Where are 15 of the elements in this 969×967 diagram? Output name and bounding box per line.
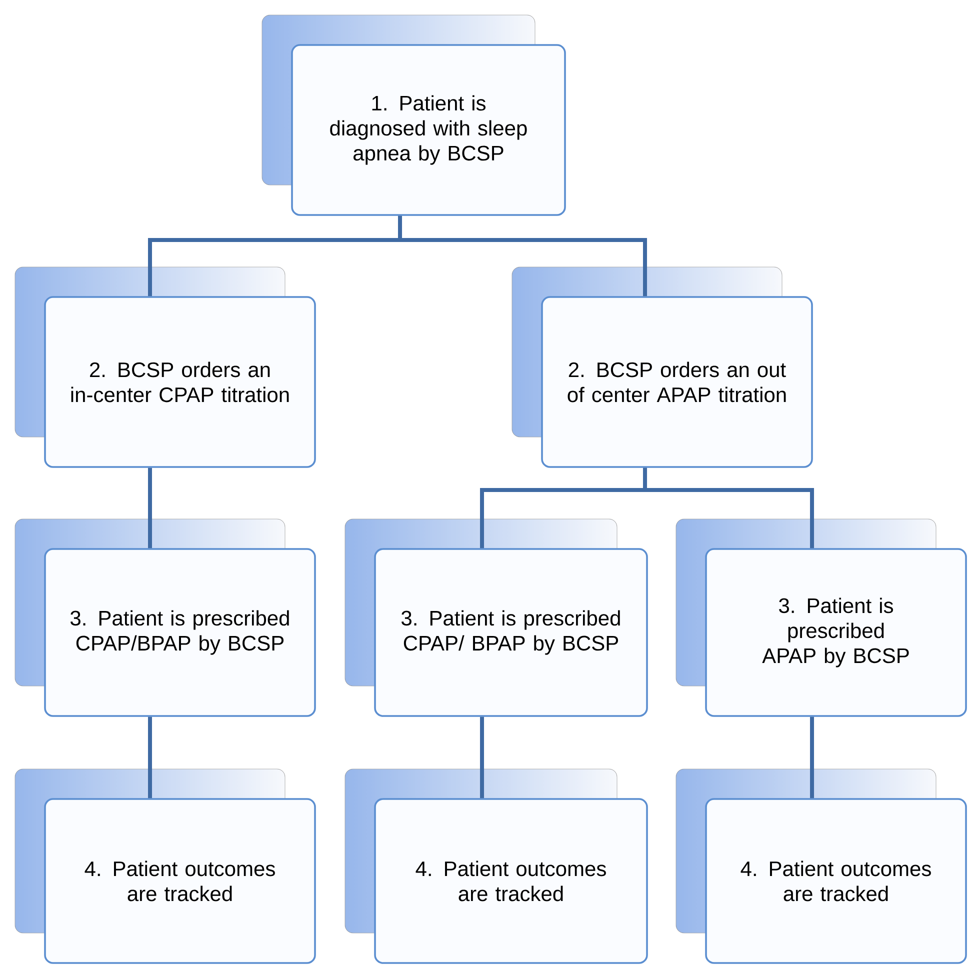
process-box: 4. Patient outcomes are tracked: [705, 798, 967, 964]
process-box: 4. Patient outcomes are tracked: [374, 798, 648, 964]
process-box: 2. BCSP orders an out of center APAP titration: [541, 296, 813, 468]
process-box: 3. Patient is prescribed CPAP/BPAP by BCSP: [44, 548, 316, 717]
connector: [148, 468, 152, 548]
process-box: 4. Patient outcomes are tracked: [44, 798, 316, 964]
process-box: 1. Patient is diagnosed with sleep apnea by BCSP: [291, 44, 566, 216]
process-box: 2. BCSP orders an in-center CPAP titration: [44, 296, 316, 468]
connector: [480, 716, 484, 798]
process-box: 3. Patient is prescribed CPAP/ BPAP by BCSP: [374, 548, 648, 717]
process-box: 3. Patient is prescribed APAP by BCSP: [705, 548, 967, 717]
connector: [643, 468, 814, 548]
connector: [398, 216, 647, 296]
connector: [148, 716, 152, 798]
connector: [810, 716, 814, 798]
